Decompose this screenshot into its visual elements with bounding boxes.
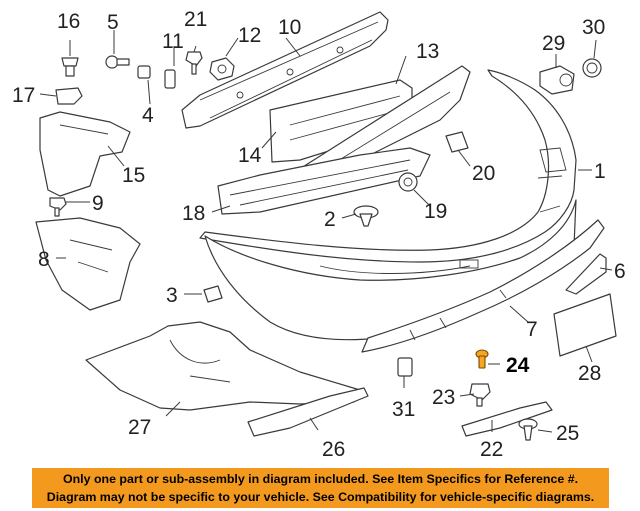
part-6-bracket (565, 253, 607, 295)
part-24-screw-highlighted (475, 349, 489, 369)
part-20-clip (445, 131, 469, 153)
callout-21: 21 (184, 8, 207, 31)
part-2-push-rivet (353, 205, 379, 227)
part-8-guide-bracket (35, 217, 141, 311)
part-10-reinforcement (181, 11, 389, 129)
callout-27: 27 (128, 416, 151, 439)
callout-23: 23 (432, 386, 455, 409)
part-19-grommet (398, 172, 418, 192)
callout-26: 26 (322, 438, 345, 461)
part-5-screw (105, 55, 130, 69)
callout-31: 31 (392, 398, 415, 421)
part-9-screw (49, 197, 67, 217)
callout-19: 19 (424, 200, 447, 223)
parts-diagram: 1 2 3 4 5 6 7 8 9 10 11 12 13 14 15 16 1… (12, 8, 626, 461)
callout-14: 14 (238, 144, 262, 167)
part-4-clip (137, 65, 151, 79)
callout-2: 2 (324, 208, 336, 231)
callout-29: 29 (542, 32, 565, 55)
callout-17: 17 (12, 84, 35, 107)
part-12-nut (209, 57, 235, 81)
callout-9: 9 (92, 192, 104, 215)
callout-16: 16 (57, 10, 80, 33)
callout-30: 30 (582, 16, 605, 39)
part-17-bracket (55, 87, 83, 105)
callout-5: 5 (107, 11, 119, 34)
part-18-reinforcement-bar (217, 147, 431, 215)
callout-3: 3 (166, 284, 178, 307)
callout-10: 10 (278, 16, 301, 39)
callout-22: 22 (480, 438, 503, 461)
part-23-bolt (469, 383, 491, 407)
callout-1: 1 (594, 160, 606, 183)
callout-labels: 1 2 3 4 5 6 7 8 9 10 11 12 13 14 15 16 1… (12, 8, 626, 461)
callout-12: 12 (238, 24, 261, 47)
callout-24: 24 (506, 354, 530, 377)
callout-25: 25 (556, 422, 579, 445)
callout-18: 18 (182, 202, 205, 225)
part-26-cover-strip (247, 387, 369, 437)
part-16-push-clip (61, 57, 79, 77)
part-25-push-pin (518, 418, 538, 441)
callout-6: 6 (614, 260, 626, 283)
part-29-park-sensor (539, 65, 575, 95)
part-7-lower-valance (361, 219, 605, 353)
disclaimer-line-1: Only one part or sub-assembly in diagram… (62, 472, 579, 486)
callout-15: 15 (122, 164, 145, 187)
part-28-license-bracket (553, 293, 617, 357)
disclaimer-line-2: Diagram may not be specific to your vehi… (46, 490, 595, 504)
callout-20: 20 (472, 162, 495, 185)
leader-lines (39, 30, 613, 433)
callout-13: 13 (416, 40, 439, 63)
callout-4: 4 (142, 104, 154, 127)
disclaimer-banner: Only one part or sub-assembly in diagram… (32, 468, 609, 508)
part-21-bolt (185, 51, 203, 75)
part-15-side-bracket (39, 111, 131, 197)
callout-7: 7 (526, 318, 538, 341)
callout-8: 8 (38, 248, 50, 271)
callout-28: 28 (578, 362, 601, 385)
part-3-clip (203, 285, 223, 303)
part-11-clip (164, 69, 176, 89)
callout-11: 11 (162, 30, 184, 53)
part-31-clip (397, 357, 413, 377)
part-22-bracket (461, 401, 553, 437)
part-30-sensor-ring (582, 58, 602, 78)
